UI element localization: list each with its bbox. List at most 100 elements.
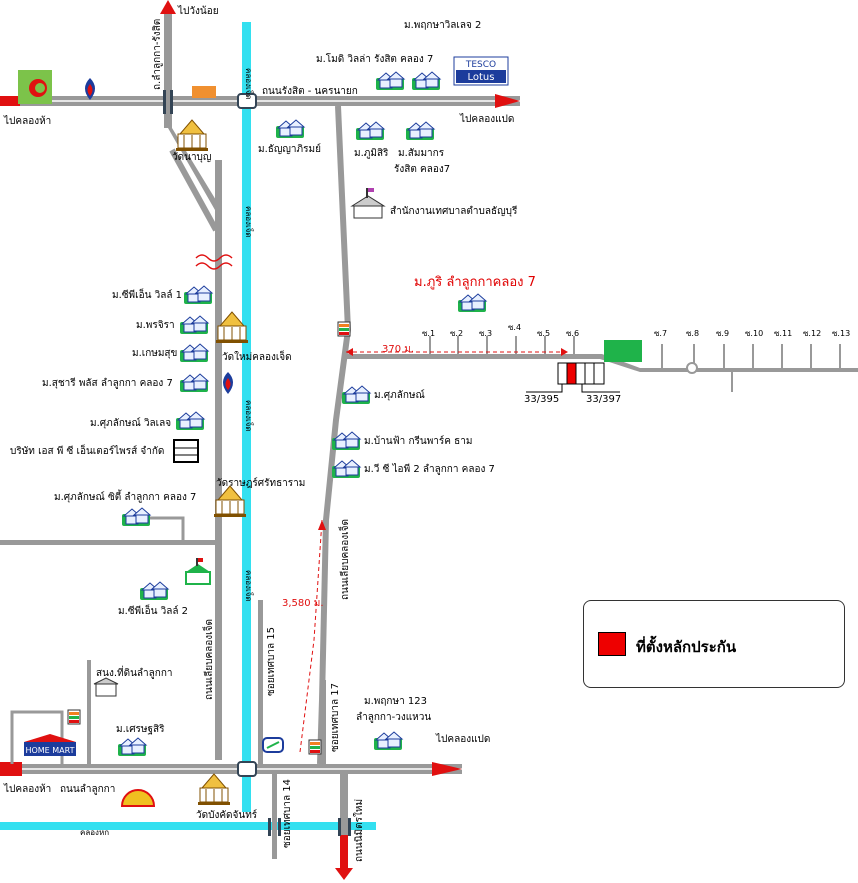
seven-eleven-icon-2 — [67, 709, 81, 725]
label-canal-road-left: ถนนเลียบคลองเจ็ด — [201, 619, 215, 700]
label-tanya-rom: ม.ธัญญาภิรมย์ — [258, 143, 321, 155]
soi-label-2: ซ.2 — [450, 329, 463, 338]
label-lamlukka-road: ถนนลำลูกกา — [60, 784, 115, 795]
label-phuri: ม.ภูริ ลำลูกกาคลอง 7 — [414, 275, 536, 290]
label-lamlukka-rangsit: ถ.ลำลูกกา-รังสิต — [152, 19, 163, 90]
label-distance-370: 370 ม. — [382, 344, 414, 355]
house-icon-suklak-village — [175, 411, 205, 431]
road-suklak-city — [150, 516, 185, 540]
label-kasemsuk: ม.เกษมสุข — [132, 348, 177, 359]
label-pornjira: ม.พรจิรา — [136, 320, 175, 331]
label-canal-road-right: ถนนเลียบคลองเจ็ด — [337, 519, 351, 600]
label-to-khlong-ha-top: ไปคลองห้า — [3, 115, 51, 127]
label-baan-fah: ม.บ้านฟ้า กรีนพาร์ค ธาม — [364, 435, 472, 447]
label-khlong-chet-2: คลองเจ็ด — [244, 206, 254, 238]
label-pruksa-2: ม.พฤกษาวิลเลจ 2 — [404, 20, 481, 31]
label-soi-14: ซอยเทศบาล 14 — [282, 779, 293, 848]
road-soi-14 — [272, 774, 277, 859]
school-icon — [185, 558, 211, 585]
big-c-logo — [18, 70, 52, 104]
label-plot-33-395: 33/395 — [524, 394, 559, 405]
road-left-branch — [0, 540, 216, 545]
label-wat-na-boon: วัดนาบุญ — [172, 152, 211, 163]
junction-markers — [163, 90, 351, 836]
label-suklak-city: ม.ศุภลักษณ์ ซิตี้ ลำลูกกา คลอง 7 — [54, 489, 196, 503]
label-land-office: สนง.ที่ดินลำลูกกา — [96, 665, 173, 679]
road-rangsit-nakhonnayok — [0, 94, 520, 108]
house-icon-phumisiri — [355, 121, 385, 141]
house-icon-cn2 — [139, 581, 169, 601]
house-icon-suklak-city — [121, 507, 151, 527]
label-sammakorn-2: รังสิต คลอง7 — [394, 164, 450, 175]
label-pruksa-123b: ลำลูกกา-วงแหวน — [356, 712, 431, 723]
label-khlong-chet-3: คลองเจ็ด — [244, 570, 254, 602]
house-icon-pornjira — [179, 315, 209, 335]
house-icon-sethasiri — [117, 737, 147, 757]
soi-label-12: ซ.12 — [803, 329, 821, 338]
distance-370-line — [346, 348, 568, 356]
soi-label-10: ซ.10 — [745, 329, 763, 338]
shop-sign-icon — [192, 86, 216, 98]
home-mart-label: HOME MART — [25, 746, 74, 755]
label-to-khlong-paet-bottom: ไปคลองแปด — [435, 733, 490, 745]
soi-label-3: ซ.3 — [479, 329, 492, 338]
house-icon-pruksa123 — [373, 731, 403, 751]
label-khlong-chet-1: คลองเจ็ด — [244, 68, 254, 100]
road-nimit-mai — [335, 774, 353, 880]
label-khlong-hok: คลองหก — [80, 828, 109, 837]
house-icon-cn1 — [183, 285, 213, 305]
label-nimit-mai: ถนนนิมิตรใหม่ — [353, 799, 365, 862]
label-rangsit-nakhonnayok: ถนนรังสิต - นครนายก — [262, 86, 358, 97]
road-soi-15 — [258, 600, 263, 764]
legend-box: ที่ตั้งหลักประกัน — [583, 600, 845, 688]
soi-label-1: ซ.1 — [422, 329, 435, 338]
legend-collateral-label: ที่ตั้งหลักประกัน — [636, 638, 737, 656]
label-municipal-office: สำนักงานเทศบาลตำบลธัญบุรี — [390, 205, 518, 217]
road-canal-right — [317, 105, 352, 765]
label-sammakorn: ม.สัมมากร — [398, 148, 445, 159]
home-mart-logo — [24, 734, 76, 756]
label-vc-ii: ม.วี ซี ไอพี 2 ลำลูกกา คลอง 7 — [364, 463, 495, 475]
road-break-marker — [195, 254, 233, 270]
land-office-icon — [93, 677, 119, 697]
company-building-icon — [173, 439, 199, 463]
label-modi-villa: ม.โมดิ วิลล่า รังสิต คลอง 7 — [316, 52, 433, 65]
soi-label-5: ซ.5 — [537, 329, 550, 338]
label-cn-villa-1: ม.ซีพีเอ็น วิลล์ 1 — [112, 287, 182, 301]
ptt-station-icon-2 — [223, 372, 233, 394]
label-khlong-chet-4: คลองเจ็ด — [244, 400, 254, 432]
tesco-lotus-logo — [453, 56, 509, 86]
soi-branches — [429, 336, 841, 392]
house-icon-suchari — [179, 373, 209, 393]
temple-wat-bang-icon — [197, 773, 231, 806]
soi-label-8: ซ.8 — [686, 329, 699, 338]
road-land-office — [87, 660, 91, 764]
soi-label-6: ซ.6 — [566, 329, 579, 338]
label-suklak: ม.ศุภลักษณ์ — [374, 389, 425, 401]
label-soi-15: ซอยเทศบาล 15 — [266, 627, 277, 696]
temple-wat-na-boon-icon — [175, 119, 209, 152]
label-sethasiri: ม.เศรษฐสิริ — [116, 724, 165, 735]
canal-khlong-chet — [242, 22, 251, 812]
label-wat-rat: วัดราษฎร์ศรัทธาราม — [216, 477, 305, 489]
collateral-plot — [557, 362, 605, 385]
label-wat-mai: วัดใหม่คลองเจ็ด — [222, 349, 292, 363]
house-icon-pruksa2 — [411, 71, 441, 91]
label-company: บริษัท เอส พี ซี เอ็นเตอร์ไพรส์ จำกัด — [10, 443, 164, 457]
soi-label-7: ซ.7 — [654, 329, 667, 338]
road-lamlukka — [0, 762, 462, 776]
house-icon-kasemsuk — [179, 343, 209, 363]
label-plot-33-397: 33/397 — [586, 394, 621, 405]
label-phumisiri: ม.ภูมิสิริ — [354, 148, 389, 159]
plot-leader-1 — [526, 384, 563, 393]
soi-label-11: ซ.11 — [774, 329, 792, 338]
soi-label-4: ซ.4 — [508, 323, 521, 332]
soi-label-9: ซ.9 — [716, 329, 729, 338]
label-to-khlong-ha-bottom: ไปคลองห้า — [3, 783, 51, 795]
ptt-station-icon — [85, 78, 95, 100]
road-lamlukka-rangsit — [160, 0, 222, 760]
green-plot — [604, 340, 642, 362]
label-to-khlong-paet-top: ไปคลองแปด — [459, 113, 514, 125]
